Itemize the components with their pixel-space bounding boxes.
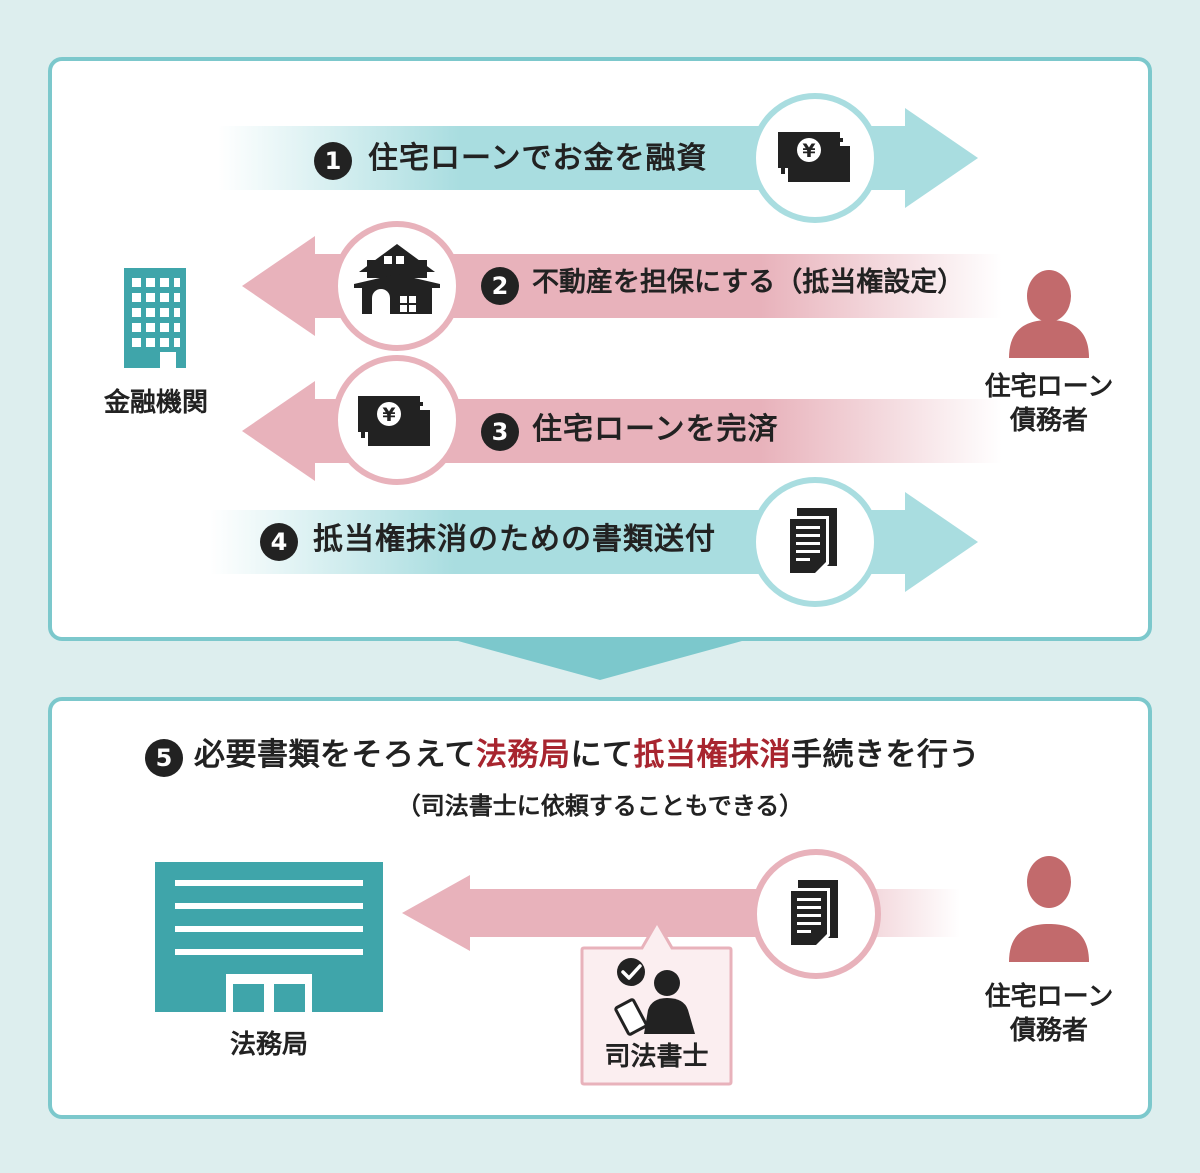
bank-label: 金融機関 [103, 388, 208, 418]
step-1-label: 住宅ローンでお金を融資 [368, 141, 708, 176]
debtor-label-line2: 債務者 [1009, 406, 1088, 436]
step-1-badge: 1 [314, 142, 352, 180]
step-2-label: 不動産を担保にする（抵当権設定） [532, 267, 965, 298]
house-icon [332, 221, 462, 351]
step-3-badge: 3 [481, 413, 519, 451]
documents-icon [750, 477, 880, 607]
scrivener-person-icon [614, 970, 695, 1036]
step-5-heading: 必要書類をそろえて法務局にて抵当権抹消手続きを行う [194, 740, 980, 771]
step-4-badge: 4 [260, 523, 298, 561]
step-4-label: 抵当権抹消のための書類送付 [313, 522, 716, 557]
step-2-badge: 2 [481, 267, 519, 305]
bank-building-icon [124, 268, 186, 368]
heading-part-1: 必要書類をそろえて [194, 737, 476, 773]
scrivener-label: 司法書士 [604, 1042, 709, 1072]
step-3-label: 住宅ローンを完済 [532, 412, 779, 447]
debtor-label-line2: 債務者 [1009, 1016, 1088, 1046]
step-5-badge: 5 [145, 739, 183, 777]
heading-part-3: 手続きを行う [790, 737, 980, 773]
yen-bills-icon [750, 93, 880, 223]
debtor-label-line1: 住宅ローン [984, 982, 1114, 1012]
flow-connector-arrow [458, 641, 742, 680]
legal-bureau-building-icon [155, 862, 383, 1012]
step-5-subheading: （司法書士に依頼することもできる） [396, 792, 804, 820]
debtor-label-line1: 住宅ローン [984, 372, 1114, 402]
documents-icon [751, 849, 881, 979]
debtor-person-icon [1009, 856, 1089, 962]
legal-bureau-label: 法務局 [229, 1030, 308, 1060]
heading-highlight-mortgage-cancellation: 抵当権抹消 [633, 737, 791, 773]
heading-part-2: にて [570, 737, 634, 773]
heading-highlight-legal-bureau: 法務局 [475, 737, 571, 773]
scrivener-check-icon [617, 958, 645, 986]
yen-bills-icon [332, 355, 462, 485]
